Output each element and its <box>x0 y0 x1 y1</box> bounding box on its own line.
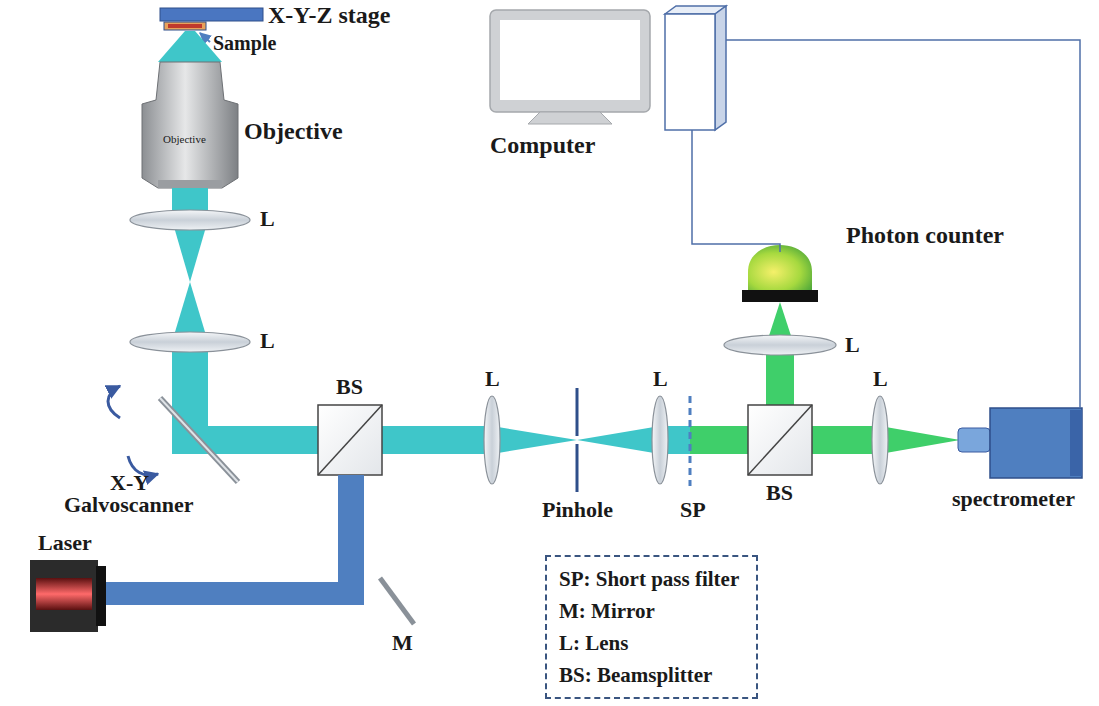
legend-entry: BS: Beamsplitter <box>559 659 744 691</box>
galvo-label: Galvoscanner <box>64 492 194 517</box>
lens-label: L <box>653 366 668 391</box>
lens-label: L <box>260 206 275 231</box>
legend-entry: L: Lens <box>559 627 744 659</box>
legend-box: SP: Short pass filterM: MirrorL: LensBS:… <box>545 555 758 699</box>
stage-label: X-Y-Z stage <box>268 2 390 30</box>
laser-label: Laser <box>38 530 92 555</box>
computer-label: Computer <box>490 132 595 160</box>
sample-label: Sample <box>213 32 276 55</box>
photon-counter-label: Photon counter <box>846 222 1004 250</box>
spectrometer-label: spectrometer <box>952 486 1075 511</box>
objective-label: Objective <box>244 118 343 146</box>
lens-label: L <box>873 366 888 391</box>
objective-marking: Objective <box>163 133 206 146</box>
mirror-label: M <box>392 630 413 655</box>
legend-entry: SP: Short pass filter <box>559 563 744 595</box>
lens-label: L <box>260 328 275 353</box>
filter-label: SP <box>680 497 706 522</box>
beamsplitter-label: BS <box>336 374 363 399</box>
pinhole-label: Pinhole <box>542 497 613 522</box>
lens-label: L <box>845 332 860 357</box>
galvo-label: X-Y <box>110 470 149 495</box>
lens-label: L <box>485 366 500 391</box>
legend-entry: M: Mirror <box>559 595 744 627</box>
beamsplitter-label: BS <box>766 480 793 505</box>
